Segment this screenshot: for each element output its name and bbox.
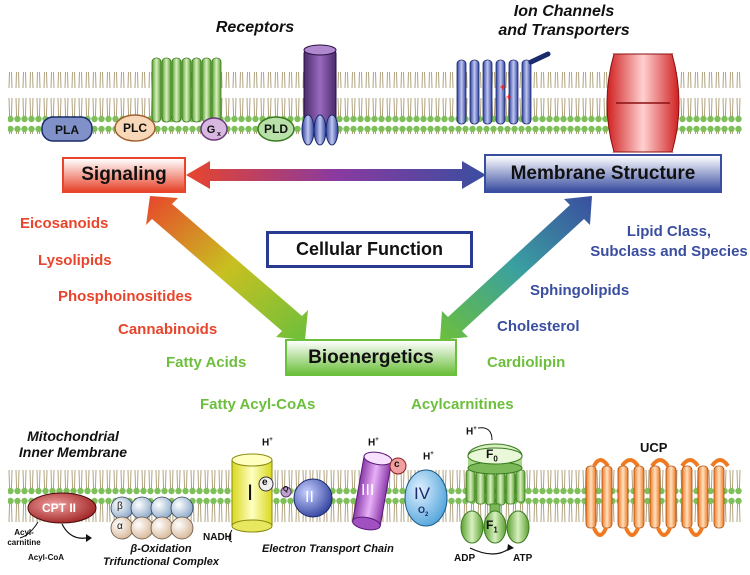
proton-h-2: H <box>368 437 376 449</box>
acyl-coa-label: Acyl-CoA <box>28 553 65 562</box>
f1-text: F <box>486 518 494 532</box>
f1-label: F1 <box>486 518 498 534</box>
ucp-label: UCP <box>640 440 668 455</box>
signaling-structure-arrow <box>186 161 486 189</box>
signaling-label: Signaling <box>81 164 167 185</box>
proton-h-1: H <box>262 437 270 449</box>
cellular-function-box: Cellular Function <box>266 231 473 268</box>
acylcarnitines-label: Acylcarnitines <box>411 396 514 413</box>
f0-label: F0 <box>486 447 498 463</box>
proton-label-2: H+ <box>368 437 379 448</box>
lipid-class-label: Lipid Class, Subclass and Species <box>590 223 748 260</box>
transporter <box>606 53 680 153</box>
cannabinoids-label: Cannabinoids <box>118 321 218 338</box>
complex-ii-label: II <box>305 489 314 506</box>
fatty-acids-label: Fatty Acids <box>166 354 247 371</box>
cpt2-enzyme <box>19 492 97 542</box>
membrane-structure-box: Membrane Structure <box>484 154 722 193</box>
mito-membrane-heading: Mitochondrial Inner Membrane <box>18 428 128 460</box>
svg-text:+: + <box>500 82 505 92</box>
membrane-structure-label: Membrane Structure <box>510 162 696 184</box>
nadh-label: NADH <box>203 532 232 543</box>
bioenergetics-label: Bioenergetics <box>308 346 434 368</box>
cpt2-label: CPT II <box>42 501 77 515</box>
f0-text: F <box>486 447 494 461</box>
lysolipids-label: Lysolipids <box>38 252 112 269</box>
eicosanoids-label: Eicosanoids <box>20 215 109 232</box>
receptors-heading: Receptors <box>216 19 294 36</box>
cytochrome-c <box>389 457 407 475</box>
pla-enzyme: PLA <box>41 116 93 142</box>
cardiolipin-label: Cardiolipin <box>487 354 566 371</box>
pla-label: PLA <box>55 123 79 137</box>
pld-label: PLD <box>264 122 288 136</box>
ion-channels-heading: Ion Channels and Transporters <box>498 3 630 39</box>
phosphoinositides-label: Phosphoinositides <box>58 288 193 305</box>
f1-subscript: 1 <box>493 525 498 535</box>
beta-subunit-label: β <box>117 501 123 512</box>
g-protein: G x <box>200 117 228 141</box>
alpha-subunit-label: α <box>117 521 123 532</box>
q-label: Q <box>283 486 289 493</box>
signaling-bioenergetics-arrow <box>146 196 308 340</box>
gx-subscript: x <box>217 131 221 138</box>
proton-plus-2: + <box>375 437 379 443</box>
complex-iv <box>404 469 448 527</box>
gx-label: G <box>207 124 216 136</box>
coenzyme-q <box>280 486 292 498</box>
complex-iv-label: IV <box>414 484 431 503</box>
cytochrome-c-label: c <box>394 459 400 470</box>
o2-label: O2 <box>418 505 428 518</box>
ion-channel: + + <box>456 51 551 125</box>
atp-synthase <box>460 427 530 555</box>
fatty-acyl-coas-label: Fatty Acyl-CoAs <box>200 396 316 413</box>
proton-plus-3: + <box>430 451 434 457</box>
o2-text: O <box>418 505 426 515</box>
acylcarnitine-label: Acyl- carnitine <box>7 528 41 547</box>
sphingolipids-label: Sphingolipids <box>530 282 630 299</box>
complex-iii-label: III <box>361 482 375 499</box>
atp-label: ATP <box>513 553 533 564</box>
proton-label-1: H+ <box>262 437 273 448</box>
cholesterol-label: Cholesterol <box>497 318 580 335</box>
receptor-tyrosine-kinase <box>301 44 339 146</box>
structure-bioenergetics-arrow <box>440 196 592 340</box>
proton-h-4: H <box>466 426 474 438</box>
o2-subscript: 2 <box>425 511 429 518</box>
gpcr-receptor <box>151 57 222 123</box>
signaling-box: Signaling <box>62 157 186 193</box>
complex-iii <box>352 451 393 531</box>
proton-h-3: H <box>423 451 431 463</box>
f0-subscript: 0 <box>493 454 498 464</box>
proton-plus-4: + <box>473 426 477 432</box>
cellular-function-label: Cellular Function <box>295 239 443 259</box>
bioenergetics-box: Bioenergetics <box>285 339 457 376</box>
electron-marker <box>258 476 274 492</box>
complex-ii <box>293 478 333 518</box>
plc-enzyme: PLC <box>114 114 156 142</box>
electron-label: e <box>262 477 268 488</box>
beta-oxidation-label: β-Oxidation Trifunctional Complex <box>103 543 219 568</box>
proton-label-4: H+ <box>466 426 477 437</box>
complex-i <box>228 453 273 543</box>
complex-i-label: I <box>247 480 254 505</box>
etc-label: Electron Transport Chain <box>262 543 394 555</box>
proton-plus-1: + <box>269 437 273 443</box>
plc-label: PLC <box>123 121 147 135</box>
svg-text:+: + <box>506 92 511 102</box>
proton-label-3: H+ <box>423 451 434 462</box>
ucp-protein <box>585 458 730 537</box>
trifunctional-complex <box>110 496 194 540</box>
pld-enzyme: PLD <box>257 116 295 142</box>
adp-label: ADP <box>454 553 476 564</box>
